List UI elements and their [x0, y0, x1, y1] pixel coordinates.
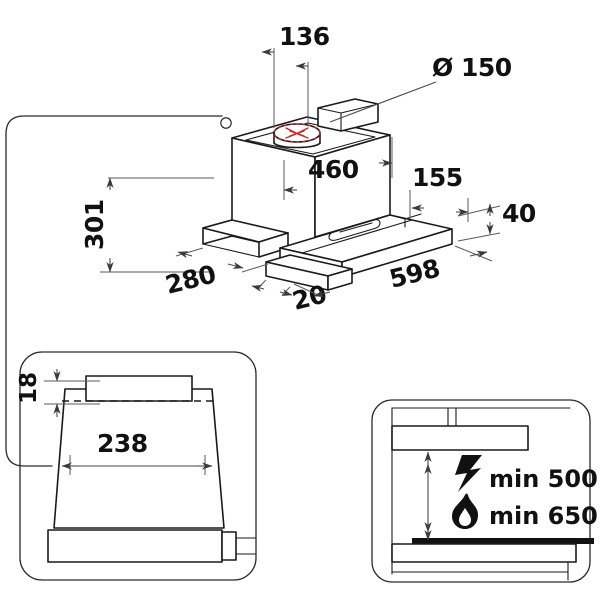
dimension-238: 238: [61, 429, 213, 475]
hob-surface: [412, 538, 594, 544]
dimension-301: 301: [80, 177, 214, 273]
duct-outlet-icon: [273, 123, 321, 149]
dimension-301-label: 301: [80, 199, 109, 250]
dimension-155-label: 155: [412, 163, 463, 192]
dimension-460: 460: [283, 137, 393, 200]
clearance-frame: [371, 399, 591, 583]
dimension-136-label: 136: [279, 22, 330, 51]
dimension-diameter-150: Ø 150: [329, 53, 512, 123]
clearance-electric-label: min 500: [489, 465, 598, 493]
dimension-460-label: 460: [308, 155, 359, 184]
flame-inner: [459, 508, 471, 526]
clearance-gas-label: min 650: [489, 502, 598, 530]
dimension-238-label: 238: [97, 429, 148, 458]
wall-panel-outline: [5, 115, 223, 467]
dimension-40: 40: [457, 199, 536, 242]
clearance-row-electric: min 500: [455, 455, 598, 493]
dimension-155: 155: [409, 163, 469, 222]
clearance-row-gas: min 650: [452, 493, 598, 530]
hood-isometric-body: [202, 98, 453, 291]
front-section-frame: [19, 351, 257, 581]
front-section-view: 18 238: [16, 351, 257, 581]
dimension-18: 18: [16, 369, 100, 417]
dimension-136: 136: [261, 22, 330, 128]
lightning-bolt-icon: [455, 455, 482, 492]
dimension-18-label: 18: [16, 372, 42, 404]
dimension-40-label: 40: [502, 199, 536, 228]
dimension-diameter-150-label: Ø 150: [432, 53, 512, 82]
clearance-view: min 500 min 650: [371, 399, 598, 583]
panel-corner-marker-icon: [220, 117, 232, 129]
